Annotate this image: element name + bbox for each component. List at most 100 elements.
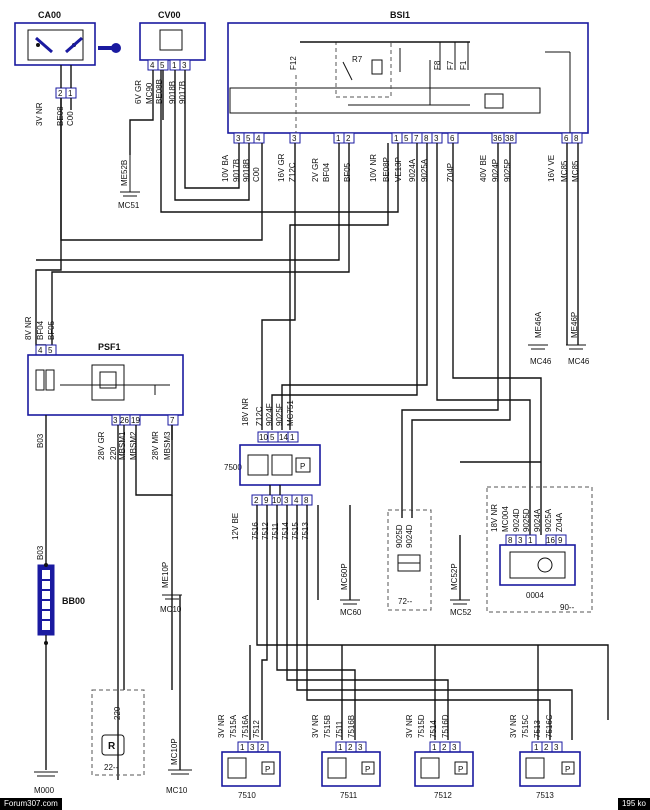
svg-text:1: 1: [290, 433, 295, 442]
svg-text:2: 2: [254, 496, 259, 505]
svg-text:220: 220: [109, 446, 118, 460]
unit-7510: 3V NR 7515A 7516A 7512 1 3 2 P 7510: [217, 714, 281, 800]
box-72: 9025D 9024D 72--: [387, 509, 432, 611]
svg-text:Z04A: Z04A: [555, 512, 564, 532]
svg-text:1: 1: [528, 536, 533, 545]
svg-text:ME52B: ME52B: [120, 160, 129, 186]
svg-text:8: 8: [304, 496, 309, 505]
svg-text:MC10: MC10: [160, 605, 182, 614]
svg-text:7516: 7516: [251, 522, 260, 540]
svg-text:3: 3: [182, 61, 187, 70]
svg-text:5: 5: [246, 134, 251, 143]
svg-text:MC52: MC52: [450, 608, 472, 617]
svg-text:BF05: BF05: [47, 320, 56, 340]
svg-text:B03: B03: [36, 433, 45, 448]
svg-text:8V NR: 8V NR: [24, 316, 33, 340]
footer-left: Forum307.com: [0, 798, 62, 810]
svg-text:MC10P: MC10P: [170, 738, 179, 765]
svg-text:9025A: 9025A: [544, 508, 553, 532]
svg-text:2: 2: [58, 89, 63, 98]
svg-text:14: 14: [279, 433, 288, 442]
svg-text:7516D: 7516D: [441, 714, 450, 738]
unit-0004: 18V NR MC004 9024D 9025D 9024A 9025A Z04…: [486, 486, 593, 613]
svg-text:9025P: 9025P: [503, 159, 512, 182]
svg-text:9017B: 9017B: [232, 159, 241, 182]
svg-text:2: 2: [348, 743, 353, 752]
svg-text:F8: F8: [433, 60, 442, 70]
svg-text:3: 3: [358, 743, 363, 752]
box-22: 220 R 22--: [91, 689, 145, 776]
ground-mc46-a: MC46 ME46A: [528, 311, 552, 366]
svg-text:3: 3: [113, 416, 118, 425]
svg-text:9018B: 9018B: [242, 159, 251, 182]
svg-text:3: 3: [434, 134, 439, 143]
svg-text:ME10P: ME10P: [161, 562, 170, 588]
svg-text:MC60: MC60: [340, 608, 362, 617]
svg-text:10: 10: [259, 433, 268, 442]
svg-text:1: 1: [432, 743, 437, 752]
svg-text:9024D: 9024D: [405, 524, 414, 548]
svg-text:BE08B: BE08B: [155, 79, 164, 104]
svg-text:8: 8: [508, 536, 513, 545]
svg-text:8: 8: [424, 134, 429, 143]
svg-text:220: 220: [113, 706, 122, 720]
ground-mc10-a: MC10 ME10P: [160, 562, 182, 614]
svg-text:1: 1: [394, 134, 399, 143]
svg-text:7515D: 7515D: [417, 714, 426, 738]
cv00-module: CV00: [139, 10, 206, 61]
svg-text:2: 2: [346, 134, 351, 143]
bsi1-pin-row: 3 5 4 3 1 2 1 5 7 8 3 6 36 38 6 8: [233, 132, 583, 144]
p-icon: P: [300, 462, 305, 471]
svg-text:9025D: 9025D: [395, 524, 404, 548]
svg-text:F7: F7: [446, 60, 455, 70]
svg-text:6V GR: 6V GR: [134, 80, 143, 104]
svg-text:3V NR: 3V NR: [217, 714, 226, 738]
svg-text:MBSM3: MBSM3: [163, 431, 172, 460]
svg-text:BSI1: BSI1: [390, 10, 410, 20]
svg-text:1: 1: [336, 134, 341, 143]
ground-mc46-b: MC46 ME46P: [566, 312, 590, 366]
svg-text:7514: 7514: [281, 522, 290, 540]
key-icon: [98, 43, 121, 53]
svg-text:BE08P: BE08P: [382, 157, 391, 182]
svg-text:10V NR: 10V NR: [369, 154, 378, 182]
svg-text:5: 5: [404, 134, 409, 143]
svg-text:12V BE: 12V BE: [231, 513, 240, 540]
svg-text:MC85: MC85: [571, 160, 580, 182]
svg-text:9017B: 9017B: [178, 81, 187, 104]
svg-text:7516C: 7516C: [545, 714, 554, 738]
svg-text:C00: C00: [252, 167, 261, 182]
svg-text:B03: B03: [36, 545, 45, 560]
svg-text:MC90: MC90: [145, 82, 154, 104]
svg-text:MC52P: MC52P: [450, 563, 459, 590]
svg-text:BF04: BF04: [322, 162, 331, 182]
svg-text:6: 6: [450, 134, 455, 143]
svg-text:7: 7: [170, 416, 175, 425]
svg-text:4: 4: [294, 496, 299, 505]
svg-text:90--: 90--: [560, 603, 575, 612]
svg-text:BF05: BF05: [343, 162, 352, 182]
svg-text:1: 1: [240, 743, 245, 752]
svg-text:7515: 7515: [291, 522, 300, 540]
svg-text:Z12C: Z12C: [288, 162, 297, 182]
svg-text:5: 5: [160, 61, 165, 70]
svg-text:9: 9: [264, 496, 269, 505]
svg-text:9018B: 9018B: [168, 81, 177, 104]
svg-text:7511: 7511: [271, 522, 280, 540]
svg-text:3: 3: [452, 743, 457, 752]
svg-text:7515C: 7515C: [521, 714, 530, 738]
svg-text:4: 4: [38, 346, 43, 355]
svg-text:28V GR: 28V GR: [97, 431, 106, 460]
svg-text:36: 36: [493, 134, 502, 143]
svg-text:4: 4: [256, 134, 261, 143]
svg-text:9025F: 9025F: [275, 403, 284, 426]
svg-text:2V GR: 2V GR: [311, 158, 320, 182]
svg-text:3: 3: [292, 134, 297, 143]
svg-text:P: P: [565, 765, 570, 774]
svg-text:5: 5: [48, 346, 53, 355]
svg-text:9024A: 9024A: [533, 508, 542, 532]
svg-text:7513: 7513: [301, 522, 310, 540]
svg-text:7514: 7514: [429, 720, 438, 738]
svg-text:MC51: MC51: [118, 201, 140, 210]
